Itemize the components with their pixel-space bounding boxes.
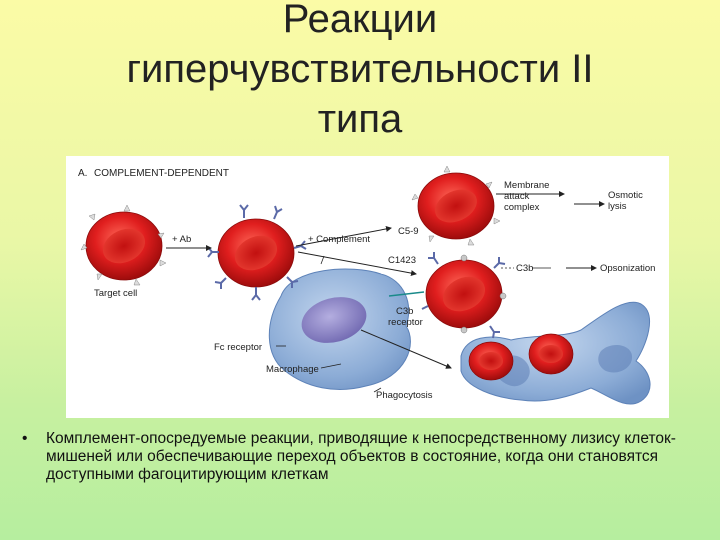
label-osmotic: Osmotic [608,190,643,201]
label-fc-receptor: Fc receptor [214,342,262,353]
panel-label: A. [78,168,87,179]
label-c5-9: C5-9 [398,226,419,237]
label-opsonization: Opsonization [600,263,655,274]
macrophage-left [268,268,411,390]
phagocytosed-cell-1 [468,341,514,381]
label-lysis: lysis [608,201,627,212]
label-plus-ab: + Ab [172,234,191,245]
antibody-coated-cell [207,204,307,301]
label-plus-complement: + Complement [308,234,370,245]
label-macrophage: Macrophage [266,364,319,375]
macrophage-nucleus [301,297,367,343]
phagocytosed-cell-2 [528,333,574,375]
label-c3b-receptor-2: receptor [388,317,423,328]
label-c3b-receptor-1: C3b [396,306,413,317]
panel-title: COMPLEMENT-DEPENDENT [94,168,229,179]
label-complex: complex [504,202,540,213]
bullet-marker: • [22,430,28,447]
slide-title: Реакции гиперчувствительности II типа [126,0,594,141]
bullet-text: Комплемент-опосредуемые реакции, приводя… [46,430,676,483]
label-membrane: Membrane [504,180,549,191]
label-c3b: C3b [516,263,533,274]
bullet-item: • Комплемент-опосредуемые реакции, приво… [22,430,702,484]
target-cell [80,204,167,286]
label-target-cell: Target cell [94,288,137,299]
label-c1423: C1423 [388,255,416,266]
label-attack: attack [504,191,530,202]
complement-diagram: A. COMPLEMENT-DEPENDENT [66,156,669,418]
lysed-cell [411,165,501,246]
opsonized-cell [421,252,507,339]
label-phagocytosis: Phagocytosis [376,390,433,401]
